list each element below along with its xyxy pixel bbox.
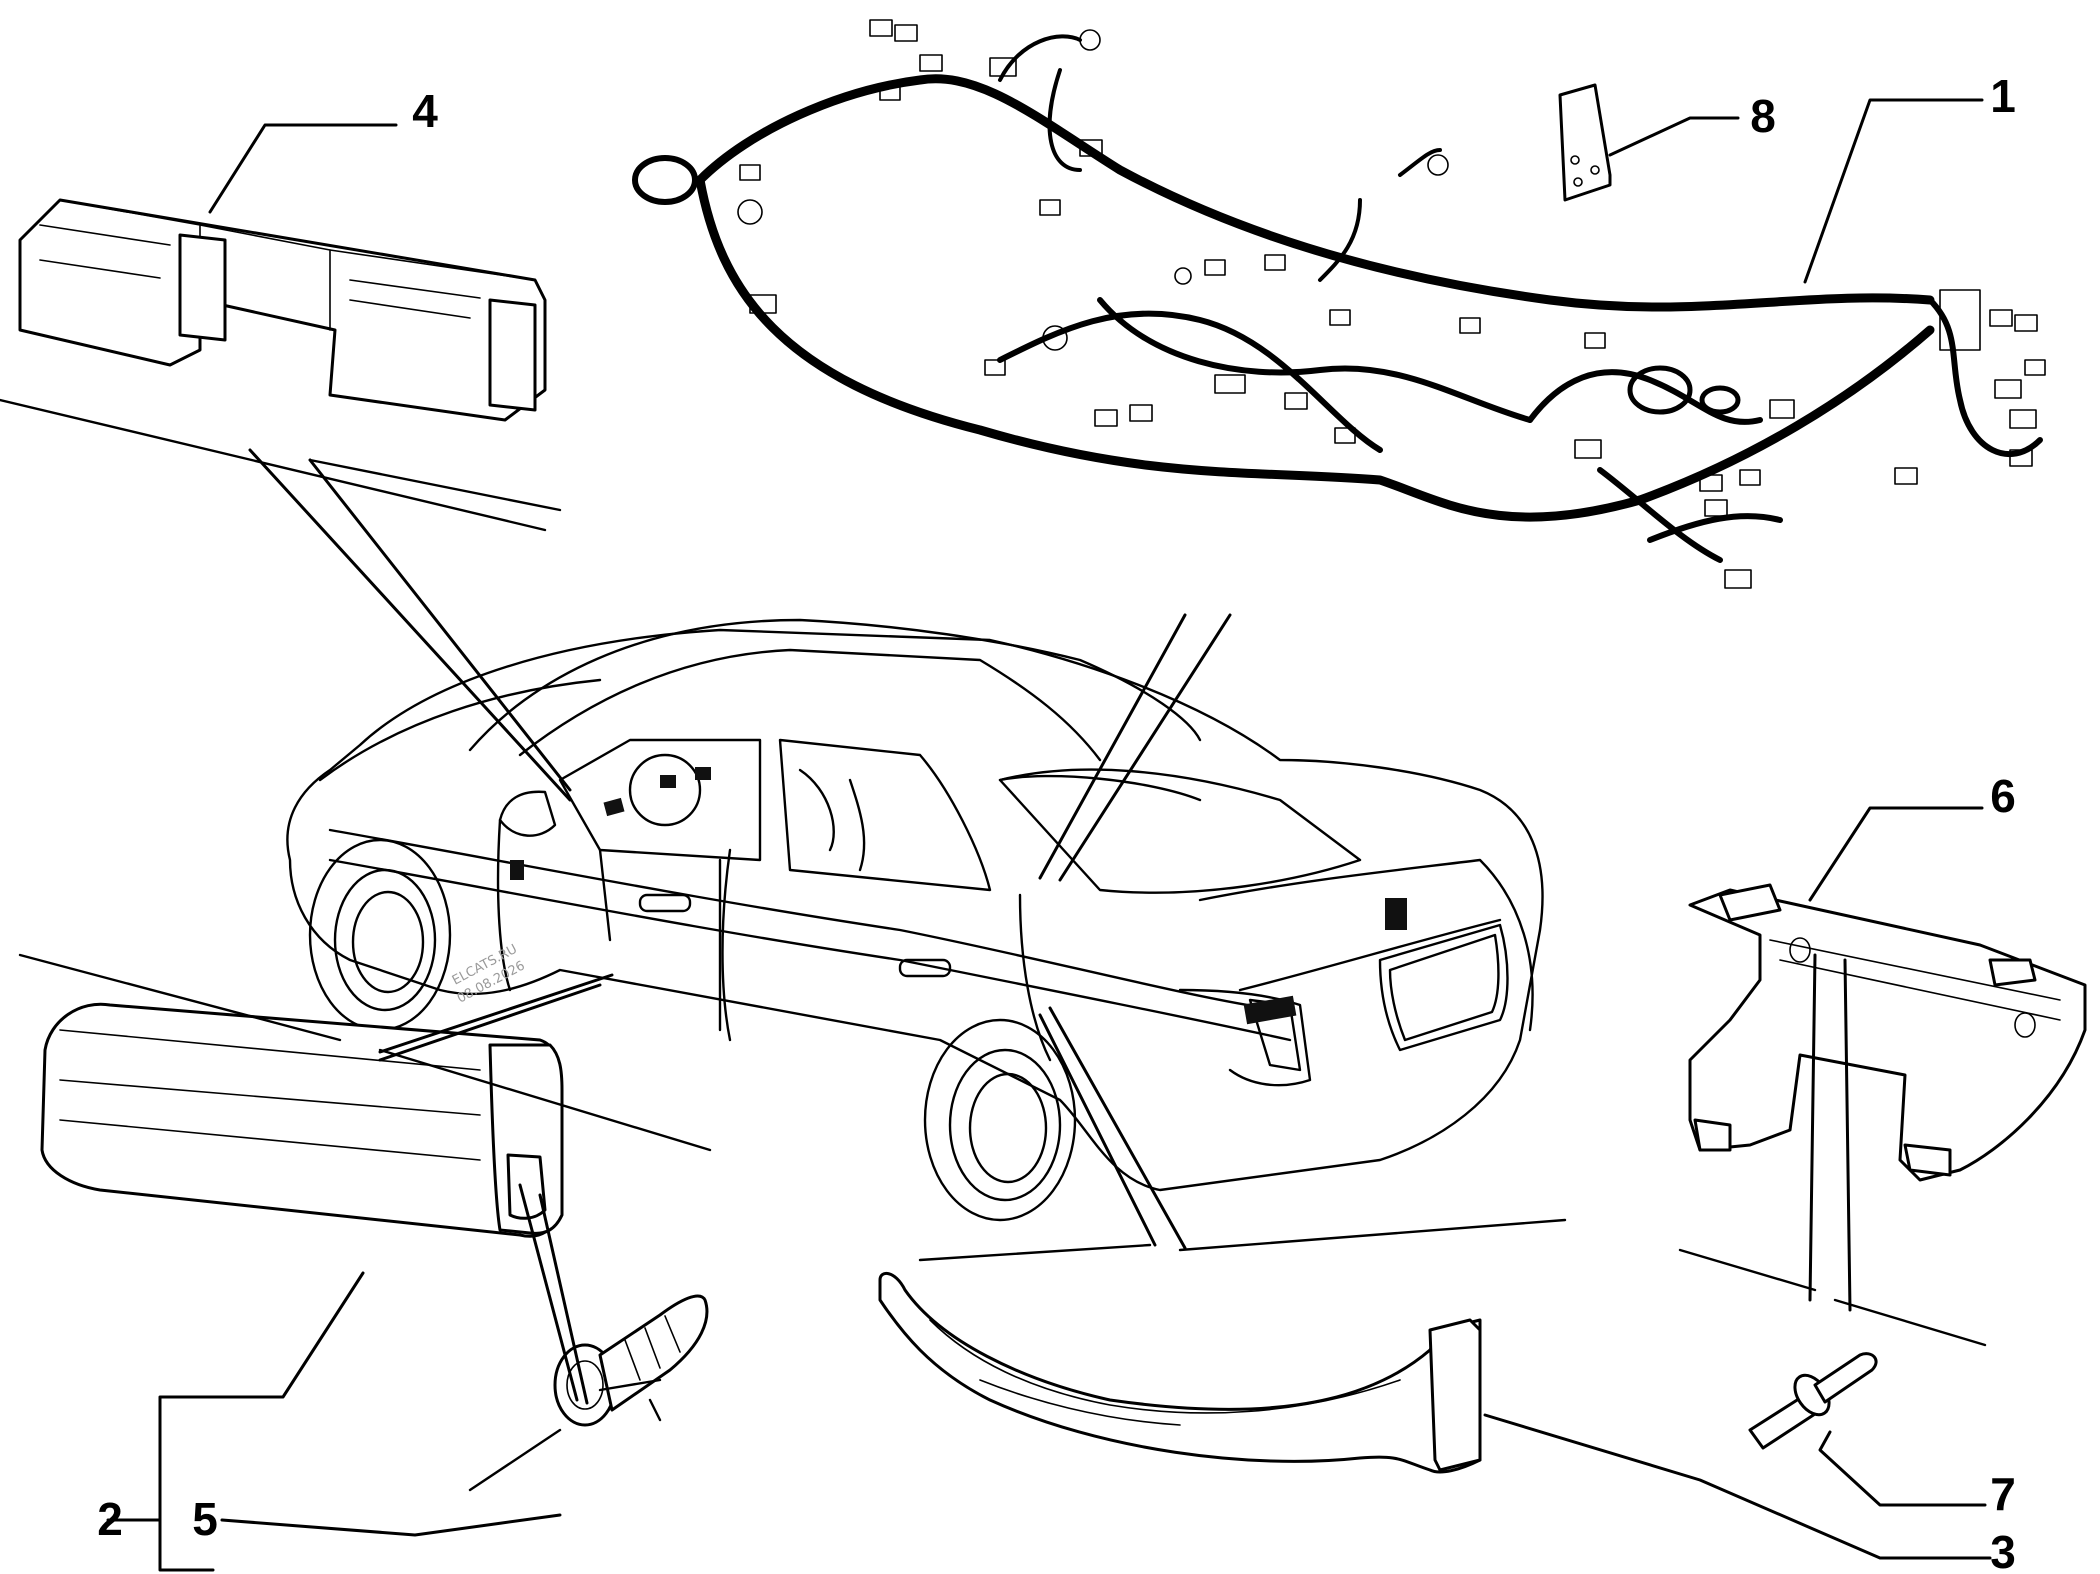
- callout-labels: 1 2 3 4 5 6 7 8: [97, 70, 2016, 1574]
- leader-lines: [106, 98, 1992, 1572]
- part-3-curved-pad[interactable]: [878, 1272, 1482, 1474]
- callout-7: 7: [1990, 1468, 2016, 1520]
- part-8-bracket[interactable]: [1558, 83, 1612, 202]
- callout-6: 6: [1990, 770, 2016, 822]
- part-7-pin[interactable]: [1748, 1352, 1878, 1450]
- car-pad-markers: [510, 767, 1407, 1025]
- part-4-foam-pad[interactable]: [18, 198, 547, 422]
- callout-1: 1: [1990, 70, 2016, 122]
- callout-5: 5: [192, 1493, 218, 1545]
- part-1-wiring-harness[interactable]: [632, 19, 2046, 589]
- callout-2: 2: [97, 1493, 123, 1545]
- callout-4: 4: [412, 85, 438, 137]
- part-6-bracket-panel[interactable]: [1688, 883, 2087, 1182]
- callout-8: 8: [1750, 90, 1776, 142]
- part-5-push-clip[interactable]: [553, 1294, 709, 1427]
- callout-3: 3: [1990, 1526, 2016, 1574]
- car-body-outline: [286, 618, 1544, 1222]
- context-lines: [0, 398, 1987, 1492]
- part-2-foam-block[interactable]: [40, 1002, 564, 1238]
